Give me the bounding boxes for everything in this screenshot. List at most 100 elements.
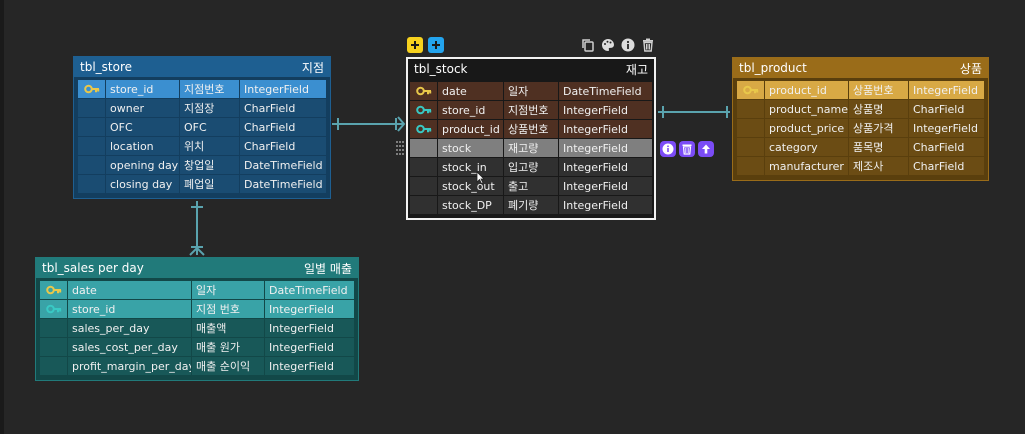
key-cell [78,137,105,155]
mouse-cursor-icon [476,171,485,184]
add-field-button[interactable] [407,37,423,53]
key-cell [410,196,437,214]
color-table-button[interactable] [600,37,616,53]
key-cell [410,101,437,119]
field-name-cell: OFC [106,118,179,136]
primary-key-icon [45,285,61,295]
left-edge-strip [0,0,4,434]
delete-table-button[interactable] [640,37,656,53]
row-info-button[interactable] [660,141,676,157]
info-icon [662,143,674,155]
verbose-name-cell: 상품명 [849,100,908,118]
row-move-up-button[interactable] [698,141,714,157]
drag-handle-icon[interactable] [395,140,404,156]
info-table-button[interactable] [620,37,636,53]
key-cell [737,138,764,156]
verbose-name-cell: 지점번호 [504,101,558,119]
field-type-cell: IntegerField [559,158,652,176]
table-name: tbl_store [80,60,133,74]
field-type-cell: CharField [240,99,326,117]
table-header[interactable]: tbl_sales per day 일별 매출 [36,258,358,278]
key-cell [78,80,105,98]
table-header[interactable]: tbl_stock 재고 [408,59,654,79]
field-type-cell: IntegerField [265,357,354,375]
add-relation-button[interactable] [428,37,444,53]
field-name-cell: manufacturer [765,157,848,175]
row-delete-button[interactable] [679,141,695,157]
verbose-name-cell: 위치 [180,137,239,155]
field-name-cell: stock_out [438,177,503,195]
field-type-cell: CharField [909,100,984,118]
field-type-cell: IntegerField [265,300,354,318]
field-name-cell: product_name [765,100,848,118]
info-icon [621,38,635,52]
field-type-cell: IntegerField [265,319,354,337]
field-type-cell: IntegerField [559,177,652,195]
field-type-cell: CharField [240,137,326,155]
field-type-cell: IntegerField [559,139,652,157]
field-name-cell: stock_DP [438,196,503,214]
field-type-cell: CharField [909,157,984,175]
field-name-cell: owner [106,99,179,117]
table-label: 일별 매출 [304,261,352,276]
field-type-cell: IntegerField [909,119,984,137]
field-name-cell: product_id [765,81,848,99]
verbose-name-cell: 상품가격 [849,119,908,137]
key-cell [737,119,764,137]
table-header[interactable]: tbl_product 상품 [733,58,988,78]
field-type-cell: CharField [909,138,984,156]
field-name-cell: opening day [106,156,179,174]
connector-store-sales-crow [189,246,205,256]
key-cell [78,156,105,174]
key-cell [410,120,437,138]
verbose-name-cell: 지점 번호 [192,300,264,318]
field-type-cell: IntegerField [559,196,652,214]
primary-key-icon [742,85,758,95]
primary-key-icon [83,84,99,94]
key-cell [78,99,105,117]
plus-icon [432,41,440,49]
field-type-cell: IntegerField [265,338,354,356]
plus-icon [411,41,419,49]
arrow-up-icon [702,144,710,154]
palette-icon [602,39,614,51]
copy-table-button[interactable] [580,37,596,53]
field-type-cell: IntegerField [559,120,652,138]
field-name-cell: date [438,82,503,100]
key-cell [737,100,764,118]
key-cell [40,281,67,299]
key-cell [737,81,764,99]
key-cell [78,175,105,193]
table-header[interactable]: tbl_store 지점 [74,57,330,77]
